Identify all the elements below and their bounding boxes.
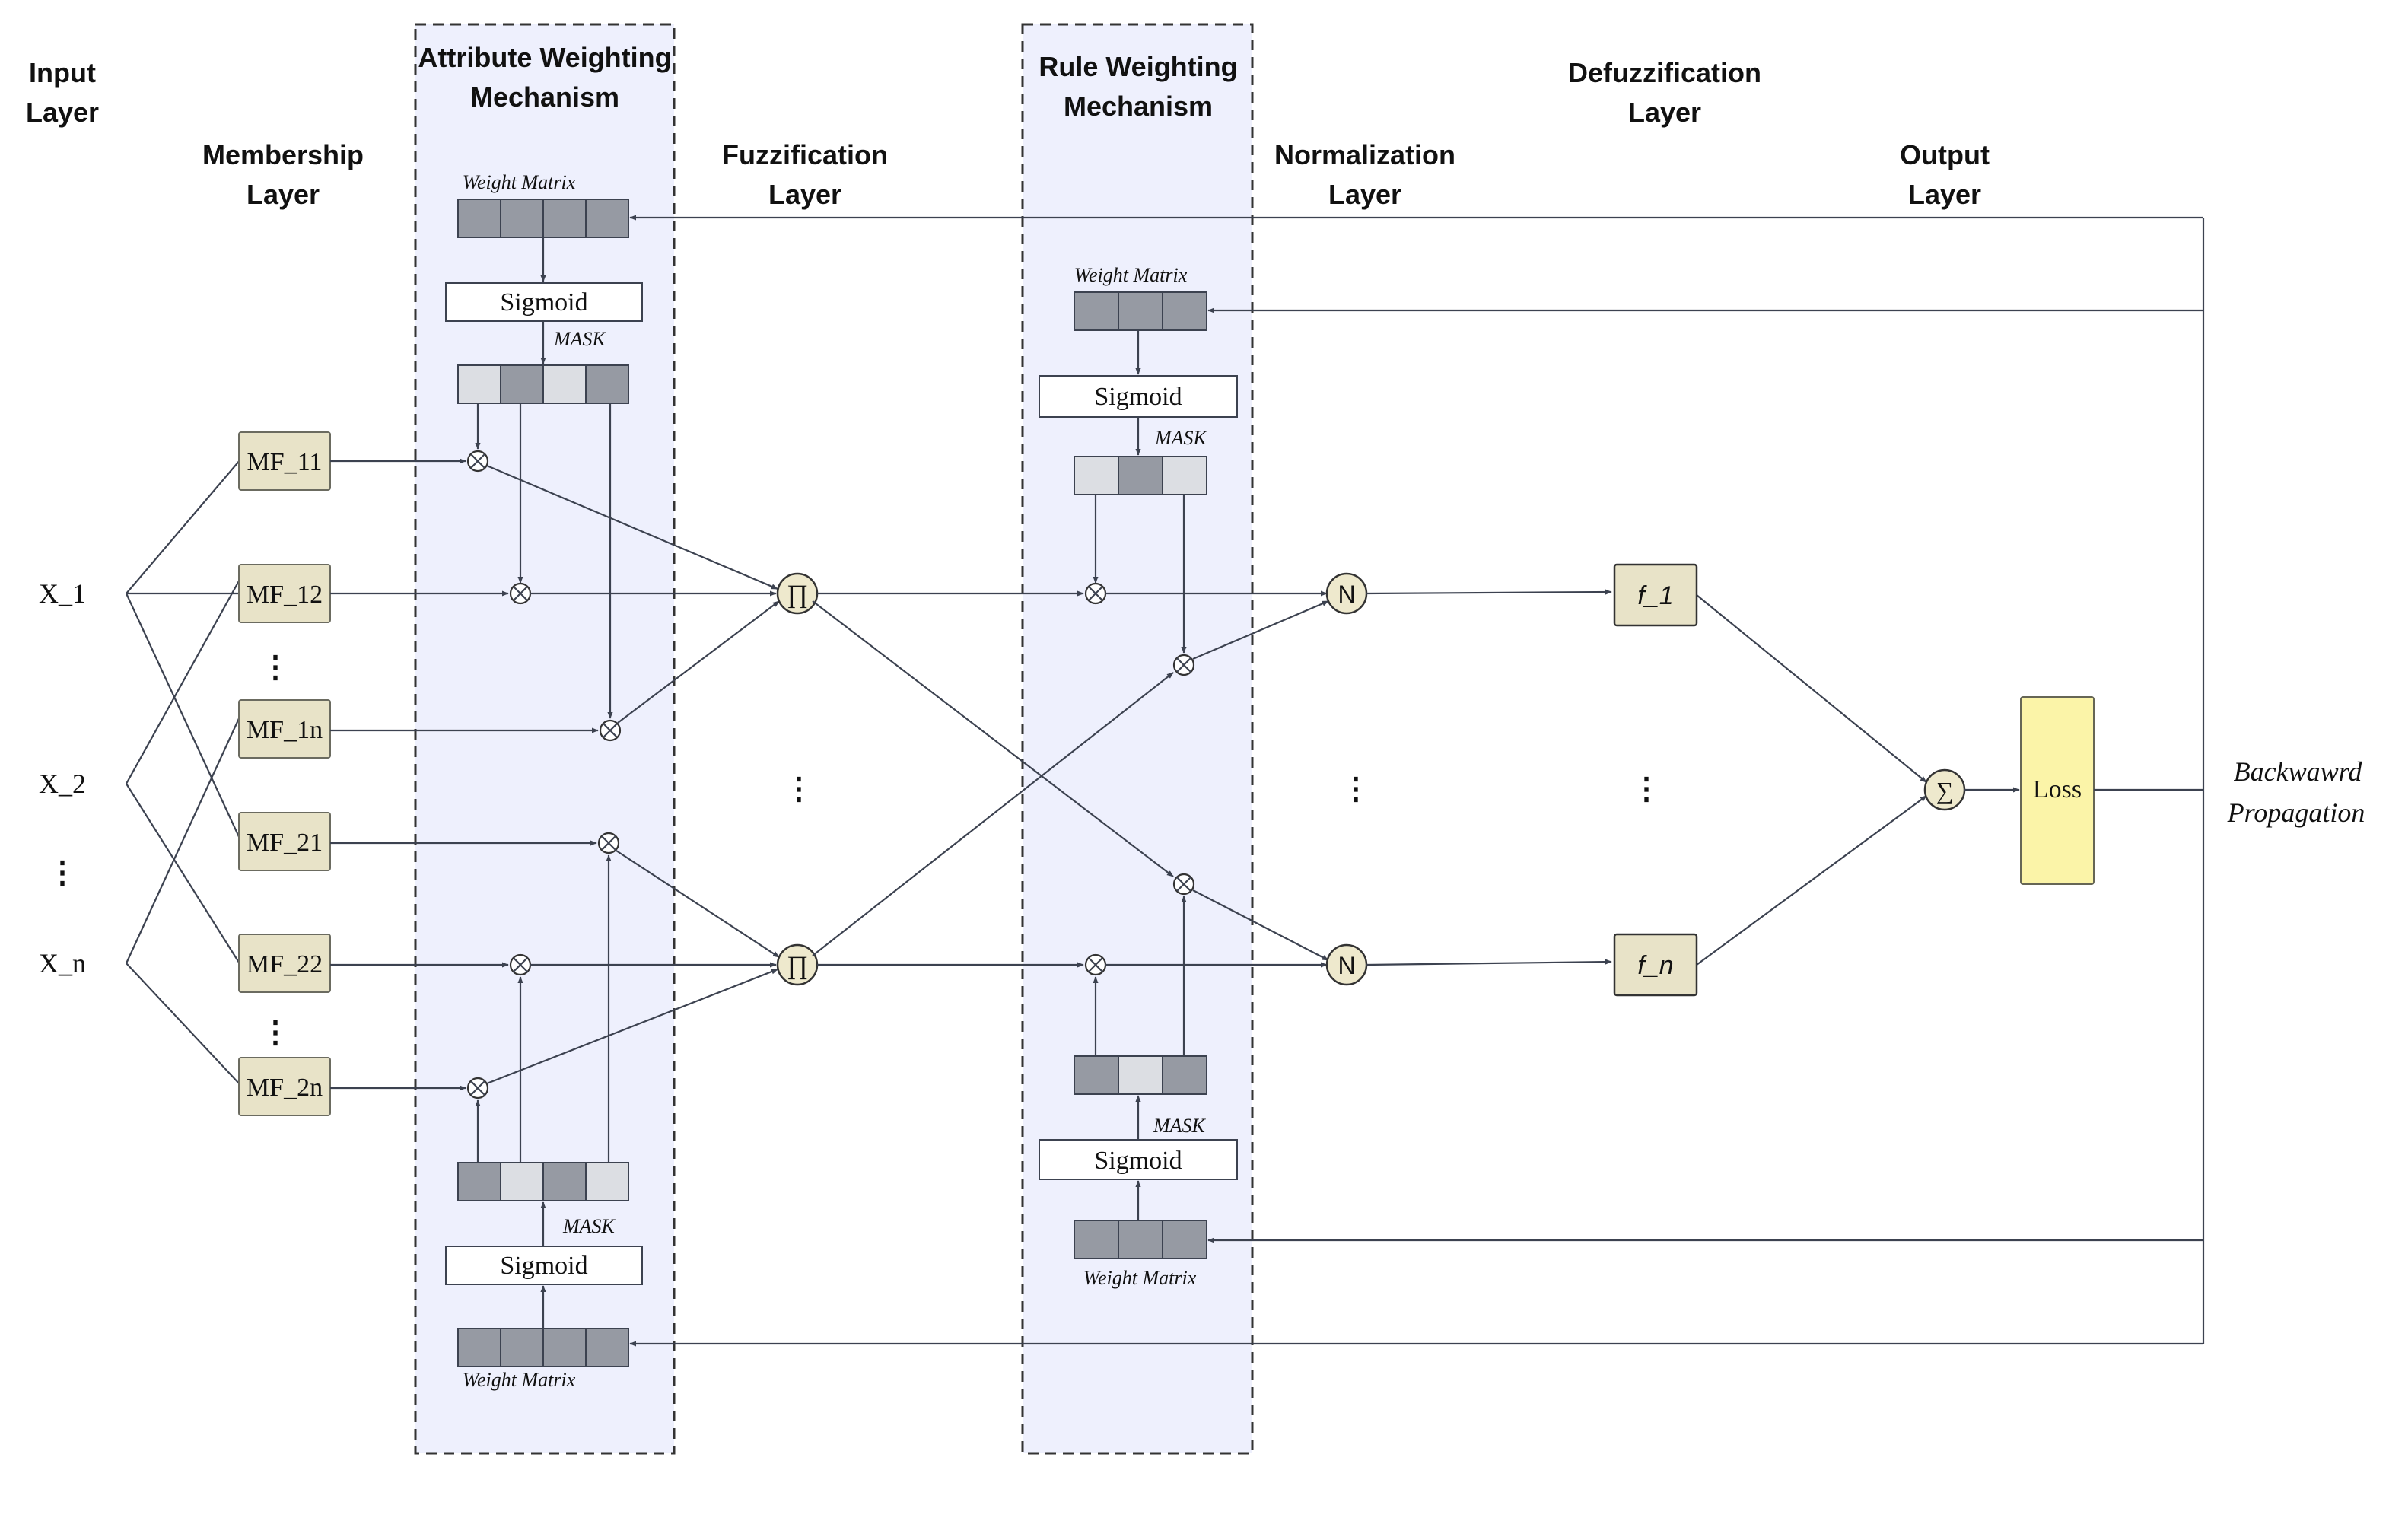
mf-2n-label: MF_2n (247, 1074, 323, 1102)
normalization-layer-title-2: Layer (1328, 179, 1401, 210)
membership-layer-title-1: Membership (202, 139, 364, 170)
mf-11-label: MF_11 (247, 448, 323, 476)
mf-to-attr-multiplier-lines (330, 458, 599, 1091)
attr-top-mask-label: MASK (553, 328, 607, 350)
rule-bottom-sigmoid-label: Sigmoid (1094, 1147, 1182, 1175)
product-ellipsis: ⋮ (784, 772, 814, 806)
attr-top-mask-vector (457, 364, 629, 404)
defuzzification-layer-title-2: Layer (1628, 97, 1701, 128)
rule-weighting-title-1: Rule Weighting (1039, 51, 1237, 82)
defuzz-fn-label: f_n (1637, 951, 1673, 980)
fuzzification-layer-title-1: Fuzzification (722, 139, 888, 170)
attr-bottom-mask-label: MASK (562, 1215, 616, 1237)
backward-propagation-lines (629, 215, 2205, 1347)
mf-group1-ellipsis: ⋮ (260, 650, 291, 684)
mf-1n-box (238, 699, 331, 759)
mf-21-box (238, 812, 331, 871)
input-x1: X_1 (39, 578, 86, 609)
attr-bottom-weight-matrix (457, 1328, 629, 1367)
input-fan-lines (126, 459, 241, 1086)
attr-multiplier-nodes (466, 450, 622, 1099)
product-to-rule-multiplier-lines (812, 590, 1174, 968)
normalization-to-defuzz-lines (1366, 589, 1612, 966)
rule-top-weight-matrix-label: Weight Matrix (1074, 264, 1188, 286)
attr-bottom-sigmoid-box (445, 1246, 643, 1285)
attr-bottom-sigmoid-label: Sigmoid (500, 1252, 587, 1280)
output-layer-title-1: Output (1900, 139, 1990, 170)
attr-top-weight-matrix (457, 199, 629, 238)
mf-2n-box (238, 1057, 331, 1116)
rule-weighting-title-2: Mechanism (1064, 91, 1213, 122)
mf-22-box (238, 934, 331, 993)
product-node-n-symbol: ∏ (787, 952, 808, 980)
input-xn: X_n (39, 948, 86, 978)
sum-node-symbol: ∑ (1936, 777, 1954, 804)
loss-label: Loss (2033, 775, 2082, 803)
rule-bottom-mask-vector (1074, 1055, 1207, 1095)
mf-group2-ellipsis: ⋮ (260, 1015, 291, 1049)
rule-top-sigmoid-label: Sigmoid (1094, 383, 1182, 411)
mf-22-label: MF_22 (247, 950, 323, 978)
rule-top-sigmoid-box (1039, 375, 1238, 418)
input-ellipsis: ⋮ (47, 855, 78, 889)
attr-bottom-mask-vector (457, 1162, 629, 1201)
rule-top-weight-matrix (1074, 291, 1207, 331)
rule-bottom-sigmoid-box (1039, 1139, 1238, 1180)
defuzz-to-sum-lines (1696, 594, 1927, 966)
membership-layer-title-2: Layer (247, 179, 320, 210)
attribute-weighting-panel (414, 23, 676, 1455)
rule-top-mask-label: MASK (1154, 427, 1208, 449)
attr-top-sigmoid-label: Sigmoid (500, 288, 587, 317)
attr-top-weight-matrix-label: Weight Matrix (463, 171, 576, 193)
backprop-label-2: Propagation (2227, 797, 2365, 828)
defuzz-ellipsis: ⋮ (1631, 772, 1662, 806)
fuzzification-layer-title-2: Layer (768, 179, 841, 210)
attribute-weighting-title-2: Mechanism (470, 81, 619, 113)
mf-1n-label: MF_1n (247, 716, 323, 744)
normalization-node-n-symbol: N (1338, 952, 1355, 979)
input-layer-title-1: Input (29, 57, 96, 88)
attr-to-product-lines (486, 464, 780, 1085)
normalization-layer-title-1: Normalization (1274, 139, 1455, 170)
rule-bottom-weight-matrix (1074, 1220, 1207, 1259)
rule-mask-connectors (1093, 495, 1187, 1056)
defuzzification-layer-title-1: Defuzzification (1568, 57, 1761, 88)
product-node-1-symbol: ∏ (787, 581, 808, 609)
rule-bottom-weight-matrix-label: Weight Matrix (1083, 1267, 1197, 1289)
attr-bottom-weight-matrix-label: Weight Matrix (463, 1369, 576, 1391)
attr-mask-connectors (475, 403, 613, 1163)
attribute-weighting-title-1: Attribute Weighting (418, 42, 671, 73)
normalization-node-1-symbol: N (1338, 581, 1355, 608)
rule-top-mask-vector (1074, 456, 1207, 495)
input-layer-title-2: Layer (26, 97, 99, 128)
defuzz-f1-label: f_1 (1637, 581, 1673, 610)
backprop-label-1: Backwawrd (2234, 756, 2363, 787)
normalization-ellipsis: ⋮ (1341, 772, 1371, 806)
rule-multiplier-nodes (1084, 582, 1195, 976)
attr-top-sigmoid-box (445, 282, 643, 322)
rule-to-normalization-lines (1105, 590, 1329, 968)
rule-bottom-mask-label: MASK (1153, 1115, 1207, 1137)
input-x2: X_2 (39, 768, 86, 799)
mf-21-label: MF_21 (247, 829, 323, 857)
output-layer-title-2: Layer (1908, 179, 1981, 210)
mf-12-label: MF_12 (247, 581, 323, 609)
